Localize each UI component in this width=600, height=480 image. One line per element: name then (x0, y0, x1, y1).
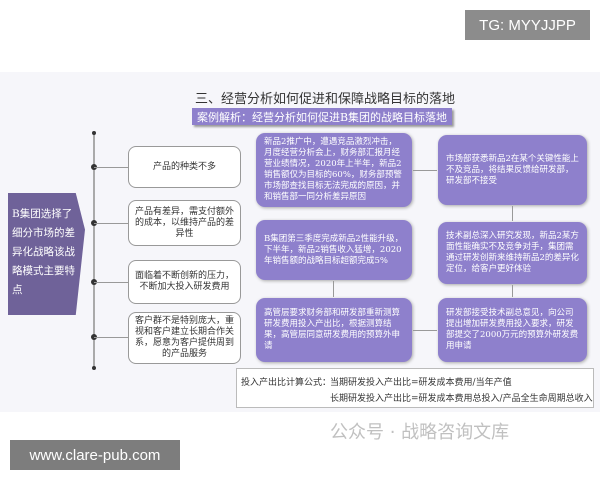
connector (94, 282, 128, 283)
flow-step-3: 技术副总深入研究发现，新品2某方面性能确实不及竞争对手，集团需通过研发创新来维持… (438, 222, 587, 284)
formula-box: 投入产出比计算公式： 当期研发投入产出比=研发成本费用/当年产值 长期研发投入产… (236, 368, 594, 408)
connector (94, 167, 128, 168)
flow-step-6: B集团第三季度完成新品2性能升级，下半年，新品2销售收入猛增，2020年销售额的… (256, 220, 412, 280)
flow-step-2: 市场部获悉新品2在某个关键性能上不及竞品，将结果反馈给研发部，研发部不接受 (438, 135, 587, 205)
formula-line-1: 当期研发投入产出比=研发成本费用/当年产值 (330, 378, 512, 388)
flow-step-5: 高管层要求财务部和研发部重新测算研发费用投入产出比，根据测算结果，高管层同意研发… (256, 298, 412, 362)
arrow-down (512, 206, 513, 221)
feature-box: 客户群不是特别庞大，重视和客户建立长期合作关系，愿意为客户提供周到的产品服务 (128, 312, 241, 364)
diagram-title: 三、经营分析如何促进和保障战略目标的落地 (195, 92, 456, 107)
connector (94, 337, 128, 338)
feature-box: 产品的种类不多 (128, 146, 241, 188)
timeline-end-dot (91, 131, 96, 135)
case-banner: 案例解析：经营分析如何促进B集团的战略目标落地 (192, 108, 452, 125)
site-badge: www.clare-pub.com (10, 440, 180, 470)
formula-line-2: 长期研发投入产出比=研发成本费用总投入/产品全生命周期总收入 (330, 394, 593, 404)
formula-label: 投入产出比计算公式： (241, 378, 332, 388)
feature-box: 面临着不断创新的压力，不断加大投入研发费用 (128, 260, 241, 304)
flow-step-1: 新品2推广中，遭遇竞品激烈冲击，月度经营分析会上，财务部汇报月经营业绩情况，20… (256, 133, 412, 207)
connector (94, 223, 128, 224)
tg-badge: TG: MYYJJPP (465, 10, 590, 40)
arrow-up (333, 281, 334, 297)
arrow-down (512, 285, 513, 297)
watermark: 公众号 · 战略咨询文库 (330, 422, 510, 443)
strategy-label: B集团选择了细分市场的差异化战略该战略模式主要特点 (8, 193, 85, 315)
feature-box: 产品有差异，需支付额外的成本，以维持产品的差异性 (128, 200, 241, 246)
timeline-end-dot (91, 366, 96, 370)
flow-step-4: 研发部接受技术副总意见，向公司提出增加研发费用投入要求，研发部提交了2000万元… (438, 298, 587, 362)
arrow-left (413, 330, 437, 331)
arrow-right (413, 170, 437, 171)
timeline-line (93, 133, 95, 369)
